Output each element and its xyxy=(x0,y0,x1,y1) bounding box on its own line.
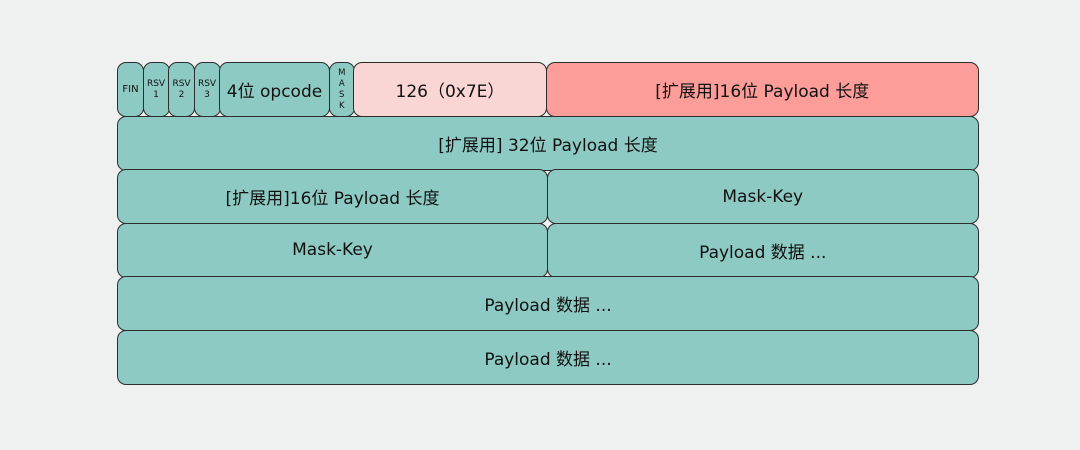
rsv2-label: RSV xyxy=(172,79,191,90)
websocket-frame-diagram: FIN RSV 1 RSV 2 RSV 3 4位 opcode MASK 126… xyxy=(117,62,979,385)
cell-mask-key-row4: Mask-Key xyxy=(117,222,548,278)
cell-mask-bit: MASK xyxy=(328,62,355,117)
payload-len-7bit-label: 126（0x7E） xyxy=(395,82,505,102)
rsv1-label: RSV xyxy=(146,79,166,90)
frame-row-6: Payload 数据 ... xyxy=(117,329,979,385)
cell-fin: FIN xyxy=(117,62,144,117)
extended-len-32bit-label: [扩展用] 32位 Payload 长度 xyxy=(438,135,658,156)
cell-rsv1: RSV 1 xyxy=(142,62,170,117)
frame-row-3: [扩展用]16位 Payload 长度 Mask-Key xyxy=(117,169,979,224)
cell-rsv3: RSV 3 xyxy=(193,62,221,117)
rsv3-label: RSV xyxy=(197,79,217,90)
cell-opcode: 4位 opcode xyxy=(219,62,330,117)
rsv3-sub: 3 xyxy=(204,89,210,100)
cell-extended-len-32bit: [扩展用] 32位 Payload 长度 xyxy=(117,115,979,171)
mask-key-row3-label: Mask-Key xyxy=(722,186,804,207)
frame-row-5: Payload 数据 ... xyxy=(117,276,979,331)
mask-bit-label: MASK xyxy=(336,67,347,112)
frame-row-2: [扩展用] 32位 Payload 长度 xyxy=(117,115,979,171)
fin-label: FIN xyxy=(122,84,139,95)
rsv2-sub: 2 xyxy=(178,89,185,100)
cell-rsv2: RSV 2 xyxy=(168,62,195,117)
cell-payload-data-row5: Payload 数据 ... xyxy=(117,276,979,331)
cell-payload-data-row6: Payload 数据 ... xyxy=(117,329,979,385)
payload-data-row5-label: Payload 数据 ... xyxy=(484,296,612,316)
extended-len-16bit-row3-label: [扩展用]16位 Payload 长度 xyxy=(225,189,440,209)
opcode-label: 4位 opcode xyxy=(226,82,323,102)
extended-len-16bit-label: [扩展用]16位 Payload 长度 xyxy=(655,82,870,102)
cell-payload-data-row4: Payload 数据 ... xyxy=(546,222,979,278)
cell-extended-len-16bit-row3: [扩展用]16位 Payload 长度 xyxy=(117,169,548,224)
frame-row-1: FIN RSV 1 RSV 2 RSV 3 4位 opcode MASK 126… xyxy=(117,62,979,117)
payload-data-row6-label: Payload 数据 ... xyxy=(484,349,612,370)
frame-row-4: Mask-Key Payload 数据 ... xyxy=(117,222,979,278)
cell-mask-key-row3: Mask-Key xyxy=(546,169,979,224)
cell-payload-len-7bit: 126（0x7E） xyxy=(353,62,547,117)
mask-key-row4-label: Mask-Key xyxy=(292,240,373,260)
payload-data-row4-label: Payload 数据 ... xyxy=(699,242,827,263)
rsv1-sub: 1 xyxy=(153,89,159,100)
cell-extended-len-16bit: [扩展用]16位 Payload 长度 xyxy=(545,62,979,117)
